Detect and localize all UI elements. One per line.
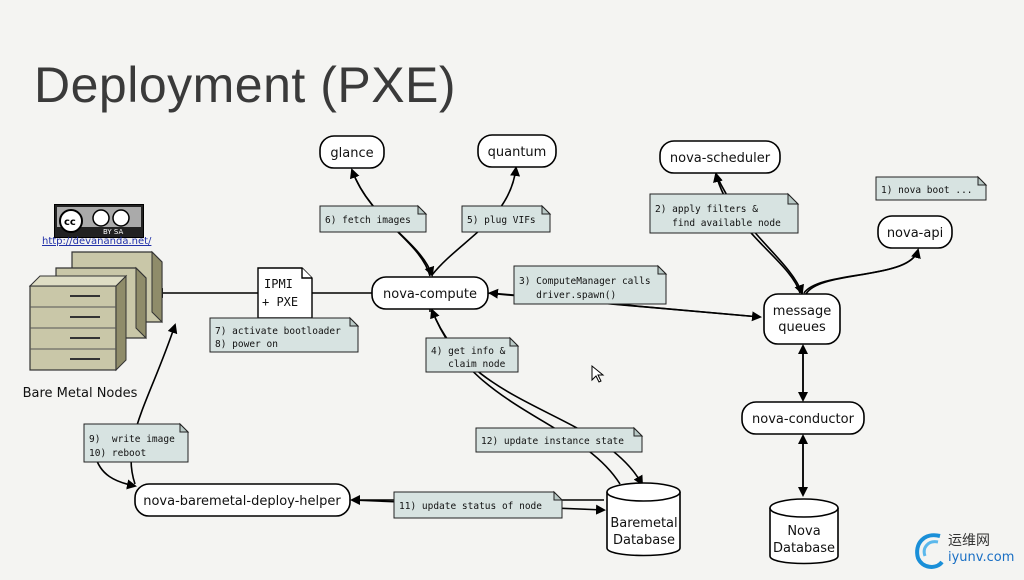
note-11-update-status: 11) update status of node	[393, 490, 564, 519]
note-5-plug-vifs: 5) plug VIFs	[461, 204, 552, 233]
note-3-line-1: 3) ComputeManager calls	[519, 276, 651, 287]
watermark-logo: 运维网 iyunv.com	[910, 528, 1014, 572]
note-6-line-1: 6) fetch images	[325, 215, 411, 226]
node-nova-scheduler-label: nova-scheduler	[670, 151, 771, 166]
node-message-queues-label-1: message	[773, 304, 831, 319]
note-6-fetch-images: 6) fetch images	[319, 204, 428, 233]
cc-icon: cc BY SA	[57, 207, 141, 236]
note-7-activate-bootloader: 7) activate bootloader 8) power on	[209, 316, 360, 353]
node-nova-conductor-label: nova-conductor	[752, 412, 855, 427]
license-link[interactable]: http://devananda.net/	[42, 236, 152, 247]
note-3-line-2: driver.spawn()	[519, 290, 616, 301]
node-deploy-helper-label: nova-baremetal-deploy-helper	[143, 494, 341, 509]
edge-bmdb-compute	[430, 308, 621, 485]
node-nova-scheduler[interactable]: nova-scheduler	[659, 140, 781, 174]
note-11-line-1: 11) update status of node	[399, 501, 542, 512]
node-quantum[interactable]: quantum	[477, 134, 557, 168]
cc-badge-text: BY SA	[103, 228, 123, 236]
note-7-line-1: 7) activate bootloader	[215, 326, 341, 337]
cc-license-badge: cc BY SA	[54, 204, 144, 238]
mouse-cursor-icon	[591, 364, 605, 383]
edge-queues-api	[803, 248, 921, 294]
node-baremetal-database[interactable]: Baremetal Database	[606, 482, 681, 557]
node-nova-api[interactable]: nova-api	[877, 215, 953, 249]
node-nova-baremetal-deploy-helper[interactable]: nova-baremetal-deploy-helper	[134, 483, 351, 517]
note-2-line-1: 2) apply filters &	[655, 204, 758, 215]
edge-compute-bmdb	[431, 309, 643, 486]
watermark-cn: 运维网	[948, 533, 990, 549]
note-12-line-1: 12) update instance state	[481, 436, 624, 447]
node-glance-label: glance	[330, 146, 373, 161]
note-7-line-2: 8) power on	[215, 339, 278, 350]
bare-metal-servers-icon	[28, 250, 163, 372]
note-9-write-image: 9) write image 10) reboot	[83, 422, 190, 463]
node-nova-api-label: nova-api	[887, 226, 943, 241]
node-nova-db-label-2: Database	[773, 541, 835, 556]
node-nova-compute[interactable]: nova-compute	[371, 276, 489, 310]
node-nova-conductor[interactable]: nova-conductor	[741, 401, 865, 435]
note-4-line-2: claim node	[431, 359, 506, 370]
watermark-swirl-icon	[915, 533, 944, 569]
note-1-line-1: 1) nova boot ...	[881, 185, 973, 196]
note-4-get-info: 4) get info & claim node	[425, 336, 520, 373]
note-3-compute-manager: 3) ComputeManager calls driver.spawn()	[513, 264, 668, 305]
page-title: Deployment (PXE)	[34, 57, 457, 113]
svg-text:cc: cc	[64, 217, 76, 228]
node-nova-database[interactable]: Nova Database	[769, 498, 839, 565]
watermark-en: iyunv.com	[948, 550, 1015, 565]
node-glance[interactable]: glance	[319, 135, 385, 169]
node-ipmi-pxe[interactable]: IPMI + PXE	[257, 267, 313, 319]
node-quantum-label: quantum	[488, 145, 547, 160]
node-message-queues[interactable]: message queues	[763, 293, 841, 345]
node-pxe-label: + PXE	[262, 295, 298, 309]
note-1-nova-boot: 1) nova boot ...	[875, 175, 988, 201]
node-baremetal-db-label-2: Database	[613, 533, 675, 548]
note-2-line-2: find available node	[655, 218, 781, 229]
node-baremetal-db-label-1: Baremetal	[610, 516, 677, 531]
node-ipmi-label: IPMI	[264, 277, 293, 291]
bare-metal-nodes-label: Bare Metal Nodes	[23, 386, 138, 401]
edge-helper-baremetal	[130, 323, 178, 485]
edge-scheduler-queues	[715, 173, 804, 295]
edge-queues-scheduler	[713, 172, 801, 294]
note-9-line-1: 9) write image	[89, 434, 175, 445]
edge-api-queues	[805, 249, 919, 295]
node-message-queues-label-2: queues	[778, 320, 826, 335]
node-nova-compute-label: nova-compute	[383, 287, 477, 302]
note-5-line-1: 5) plug VIFs	[467, 215, 536, 226]
node-nova-db-label-1: Nova	[787, 524, 820, 539]
note-12-update-instance: 12) update instance state	[475, 426, 644, 453]
note-9-line-2: 10) reboot	[89, 448, 146, 459]
note-2-apply-filters: 2) apply filters & find available node	[649, 192, 800, 234]
note-4-line-1: 4) get info &	[431, 346, 506, 357]
